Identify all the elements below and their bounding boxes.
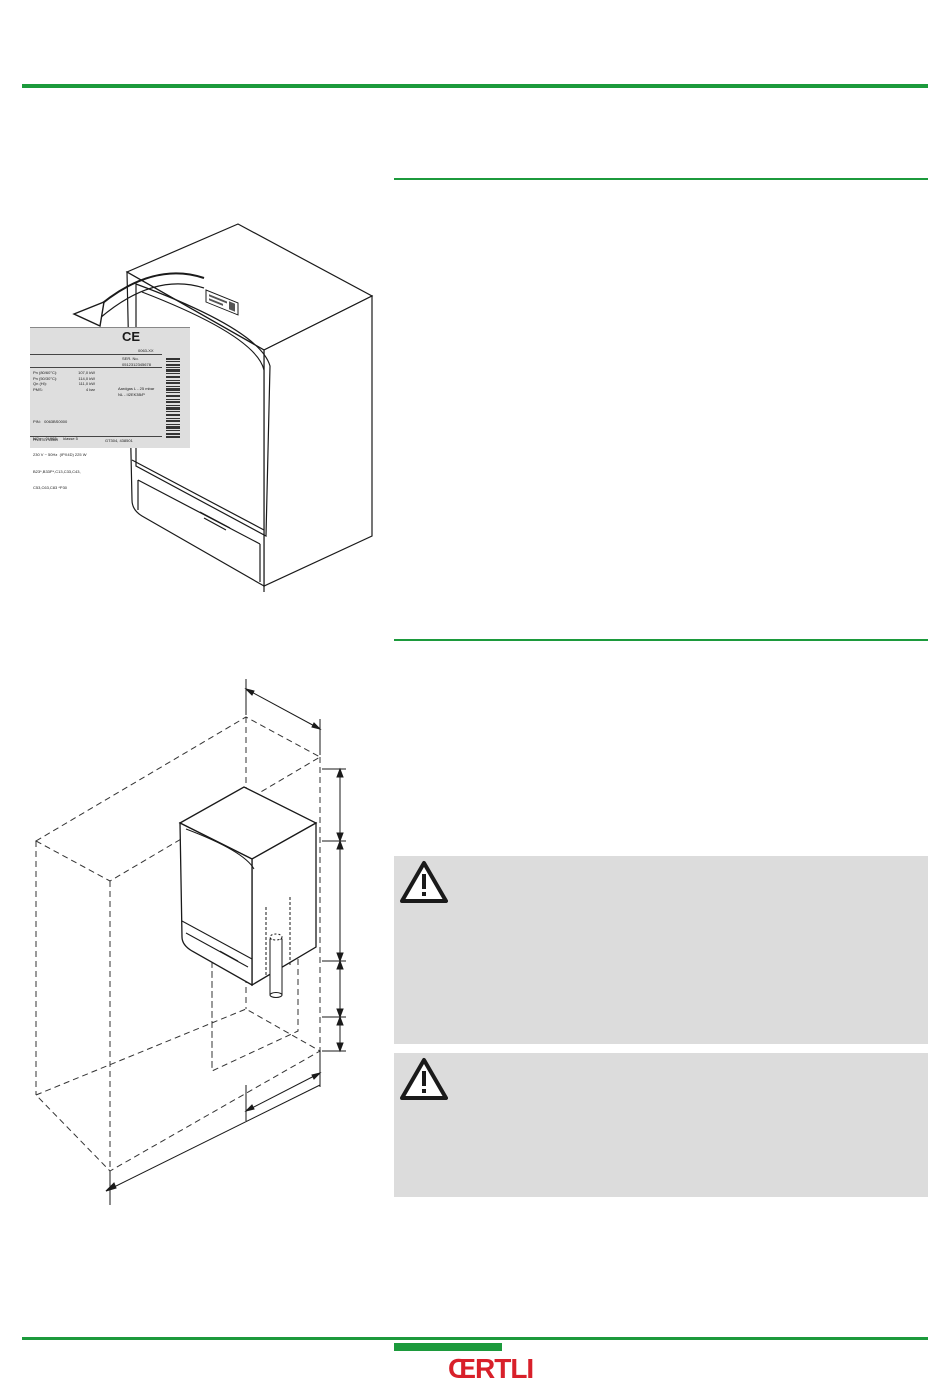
nox-line: NOx: 0L003 klasse 5 (33, 435, 78, 441)
part-number: PN-5701 13569 (33, 438, 59, 442)
gas-line-2: NL - II2EK3B/P (118, 392, 145, 397)
section-rule-1 (394, 178, 928, 180)
warning-box-2 (394, 1053, 928, 1197)
plate-divider (30, 367, 162, 368)
serial-label: SER. No. (122, 356, 139, 361)
serial-number: 0512312345678 (122, 362, 151, 367)
power-line: 230 V ~ 50Hz (IPX4D) 225 W (33, 452, 87, 457)
footer-rule (22, 1337, 928, 1340)
warning-box-1 (394, 856, 928, 1044)
warning-triangle-icon (400, 1058, 448, 1100)
plate-divider (30, 354, 162, 355)
plate-divider (30, 436, 162, 437)
cert-code: 0063-XX (138, 348, 154, 353)
spec-line: Pn (50/30°C): 114,0 kW (33, 375, 95, 381)
ce-mark: CE (122, 329, 141, 344)
clearance-dimension-figure (34, 679, 346, 1205)
flue-line-1: B23*,B33P*,C13,C33,C43, (33, 468, 81, 474)
gas-line-1: Aardgas L - 25 mbar (118, 386, 155, 391)
brand-logo: ŒRTLI (448, 1353, 534, 1384)
spec-line: Pn (80/60°C): 107,0 kW (33, 370, 95, 375)
spec-line: Qn (Hi): 111,0 kW (33, 381, 95, 386)
spec-line: PMS: 4 bar (33, 386, 95, 392)
model-code: GT304, 438501 (105, 438, 133, 443)
pin-line: PIN: 0063BS0000 (33, 419, 68, 424)
barcode (166, 358, 180, 438)
warning-triangle-icon (400, 861, 448, 903)
section-rule-2 (394, 639, 928, 641)
spec-list: Pn (80/60°C): 107,0 kW Pn (50/30°C): 114… (33, 370, 95, 392)
flue-line-2: C53,C63,C83 *P30 (33, 485, 68, 490)
footer-tab (394, 1343, 502, 1351)
rating-plate: CE 0063-XX SER. No. 0512312345678 Pn (80… (30, 327, 190, 490)
plate-details: PIN: 0063BS0000 NOx: 0L003 klasse 5 230 … (33, 408, 86, 502)
header-rule (22, 84, 928, 88)
